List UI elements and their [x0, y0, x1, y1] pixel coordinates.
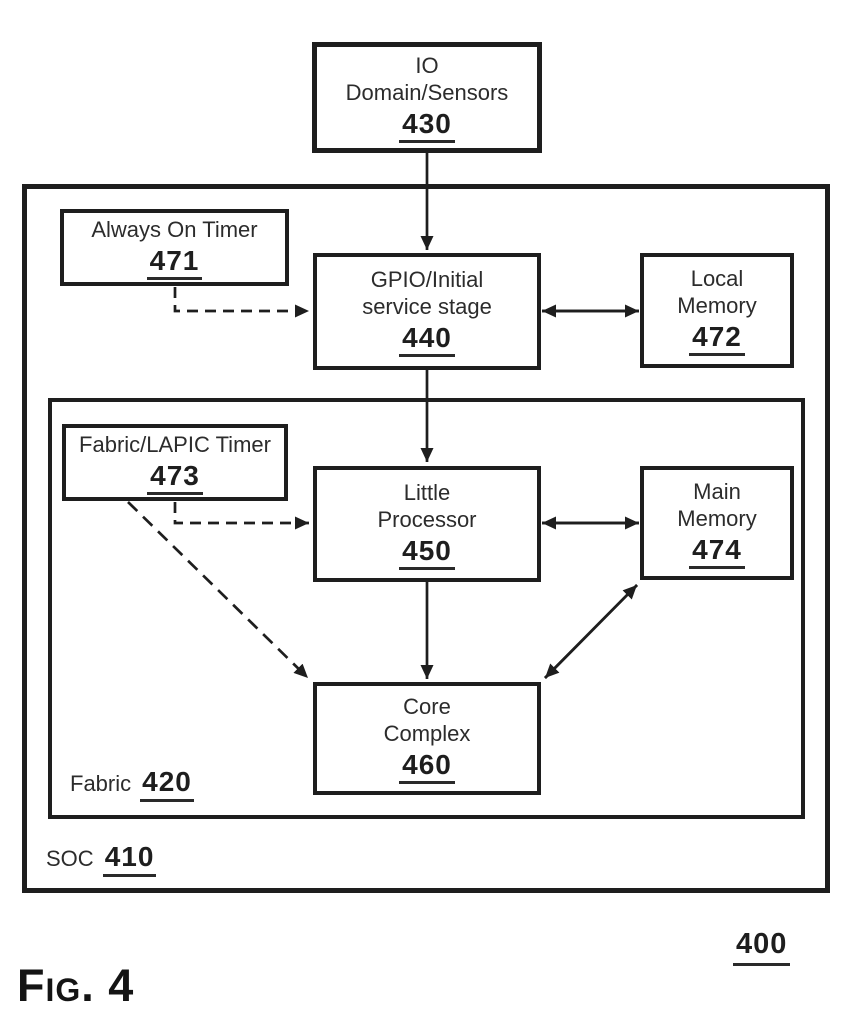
node-label: Memory: [677, 293, 757, 318]
node-little-processor: Little Processor 450: [313, 466, 541, 582]
reference-numeral: 472: [689, 322, 745, 356]
node-fabric-lapic-timer: Fabric/LAPIC Timer 473: [62, 424, 288, 501]
container-label: SOC: [46, 846, 94, 871]
node-label: Complex: [383, 721, 471, 746]
reference-numeral: 430: [399, 109, 455, 143]
node-main-memory: Main Memory 474: [640, 466, 794, 580]
reference-numeral: 410: [102, 841, 157, 877]
node-label: service stage: [362, 294, 492, 319]
reference-numeral: 420: [140, 766, 194, 802]
reference-numeral: 450: [399, 535, 455, 570]
node-label: Fabric/LAPIC Timer: [79, 431, 271, 457]
node-label: Little: [403, 479, 451, 505]
node-label: Always On Timer: [91, 216, 258, 242]
node-io-domain-sensors: IO Domain/Sensors 430: [312, 42, 542, 153]
figure-caption: Fig. 4: [17, 960, 135, 1011]
node-core-complex: Core Complex 460: [313, 682, 541, 795]
container-label: Fabric: [70, 771, 132, 796]
node-label: Local: [690, 266, 744, 291]
node-label: Main: [693, 478, 741, 504]
node-label: Processor: [377, 506, 477, 532]
node-local-memory: Local Memory 472: [640, 253, 794, 368]
reference-numeral: 440: [399, 323, 455, 357]
node-label: GPIO/Initial: [370, 267, 484, 292]
reference-numeral: 474: [689, 534, 745, 569]
reference-numeral: 471: [146, 245, 203, 280]
fabric-container-label: Fabric 420: [70, 766, 194, 802]
node-label: Memory: [677, 505, 757, 531]
figure-reference-numeral: 400: [733, 928, 791, 966]
soc-container-label: SOC 410: [46, 841, 157, 877]
node-label: Core: [403, 694, 451, 719]
node-label: Domain/Sensors: [345, 80, 509, 105]
node-label: IO: [415, 53, 439, 78]
node-always-on-timer: Always On Timer 471: [60, 209, 289, 286]
node-gpio-initial-service-stage: GPIO/Initial service stage 440: [313, 253, 541, 370]
reference-numeral: 473: [147, 460, 203, 495]
reference-numeral: 460: [399, 750, 455, 784]
